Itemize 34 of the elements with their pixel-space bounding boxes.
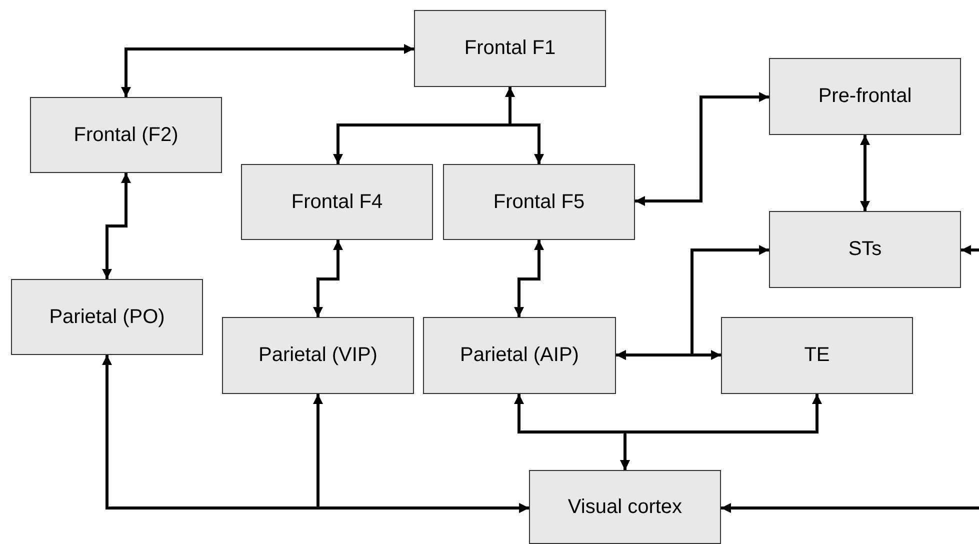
connector-arrow	[620, 394, 822, 470]
connector-arrow	[635, 92, 769, 206]
box-label: Parietal (VIP)	[258, 344, 378, 367]
box-label: Frontal F4	[291, 190, 383, 214]
box-label: Pre-frontal	[818, 85, 912, 108]
box-label: TE	[804, 344, 830, 367]
process-box	[443, 164, 635, 240]
connector-arrow	[102, 173, 131, 279]
box-label: STs	[848, 238, 882, 261]
process-box	[423, 317, 616, 394]
box-label: Visual cortex	[568, 496, 682, 518]
process-box	[721, 317, 913, 394]
process-box	[30, 97, 222, 173]
process-box	[414, 10, 606, 87]
connector-arrow	[121, 44, 414, 97]
connector-arrow	[616, 245, 769, 360]
process-box	[241, 164, 433, 240]
box-label: Parietal (PO)	[49, 306, 165, 328]
box-label: Frontal F1	[464, 37, 556, 60]
box-label: Parietal (AIP)	[460, 344, 579, 367]
connector-arrow	[505, 87, 544, 164]
process-box	[769, 58, 961, 135]
process-box	[11, 279, 203, 355]
connector-arrow	[514, 240, 544, 317]
process-box	[222, 317, 414, 394]
connector-arrow	[721, 503, 979, 513]
connector-arrow	[961, 245, 979, 255]
box-label: Frontal (F2)	[74, 124, 178, 146]
connector-arrow	[860, 135, 870, 211]
process-box	[769, 211, 961, 288]
process-box	[529, 470, 721, 544]
connector-arrow	[313, 394, 529, 513]
connector-arrow	[313, 240, 343, 317]
box-label: Frontal F5	[493, 190, 585, 214]
